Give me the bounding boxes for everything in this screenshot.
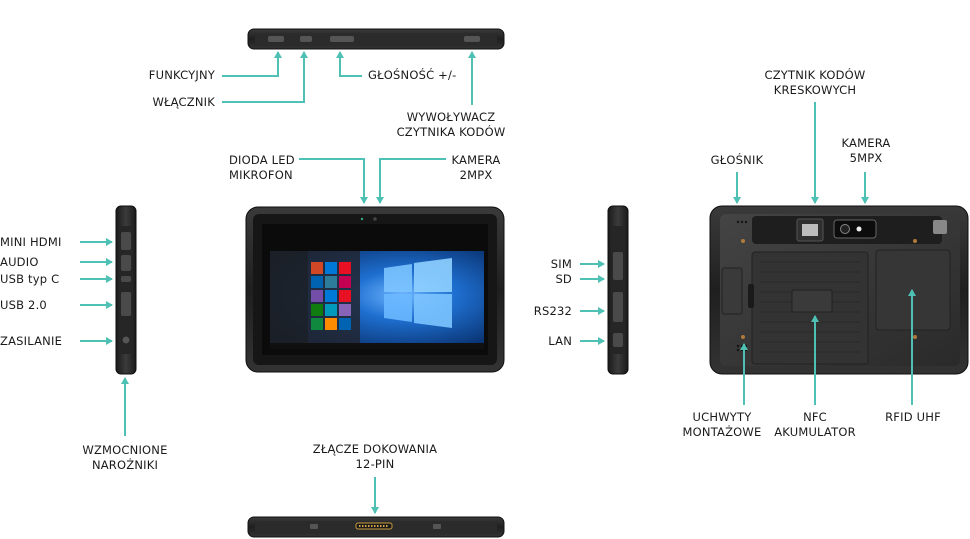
- tablet-right-side: [608, 206, 628, 374]
- label-mini-hdmi: MINI HDMI: [0, 235, 62, 250]
- label-wzmocnione: WZMOCNIONE NAROŻNIKI: [70, 443, 180, 473]
- tablet-front: [246, 207, 504, 372]
- label-lan: LAN: [548, 334, 572, 349]
- label-glosnosc: GŁOŚNOŚĆ +/-: [368, 68, 456, 83]
- arrow-kamera2: [380, 159, 446, 203]
- tablet-left-side: [116, 206, 136, 374]
- label-usb-c: USB typ C: [0, 272, 59, 287]
- label-audio: AUDIO: [0, 255, 39, 270]
- label-rs232: RS232: [534, 304, 572, 319]
- label-dioda-mikrofon: DIODA LED MIKROFON: [229, 153, 295, 183]
- label-zasilanie: ZASILANIE: [0, 334, 62, 349]
- tablet-bottom-edge: [248, 517, 504, 537]
- label-funkcyjny: FUNKCYJNY: [149, 68, 215, 83]
- label-usb-20: USB 2.0: [0, 298, 47, 313]
- tablet-back: [710, 206, 968, 374]
- label-glosnik: GŁOŚNIK: [697, 153, 777, 168]
- arrow-dioda: [299, 159, 364, 203]
- label-sim: SIM: [551, 257, 572, 272]
- label-rfid: RFID UHF: [872, 410, 954, 425]
- label-sd: SD: [555, 272, 572, 287]
- label-czytnik: CZYTNIK KODÓW KRESKOWYCH: [755, 68, 875, 98]
- label-kamera-2mpx: KAMERA 2MPX: [444, 153, 508, 183]
- label-kamera-5mpx: KAMERA 5MPX: [826, 136, 906, 166]
- label-nfc-akumulator: NFC AKUMULATOR: [765, 410, 865, 440]
- label-wywolywacz: WYWOŁYWACZ CZYTNIKA KODÓW: [390, 110, 512, 140]
- label-wlacznik: WŁĄCZNIK: [152, 95, 215, 110]
- tablet-top-edge: [248, 29, 504, 49]
- arrow-funkcyjny: [222, 52, 278, 76]
- label-zlacze: ZŁĄCZE DOKOWANIA 12-PIN: [300, 442, 450, 472]
- arrow-glosnosc: [340, 52, 362, 76]
- label-uchwyty: UCHWYTY MONTAŻOWE: [674, 410, 770, 440]
